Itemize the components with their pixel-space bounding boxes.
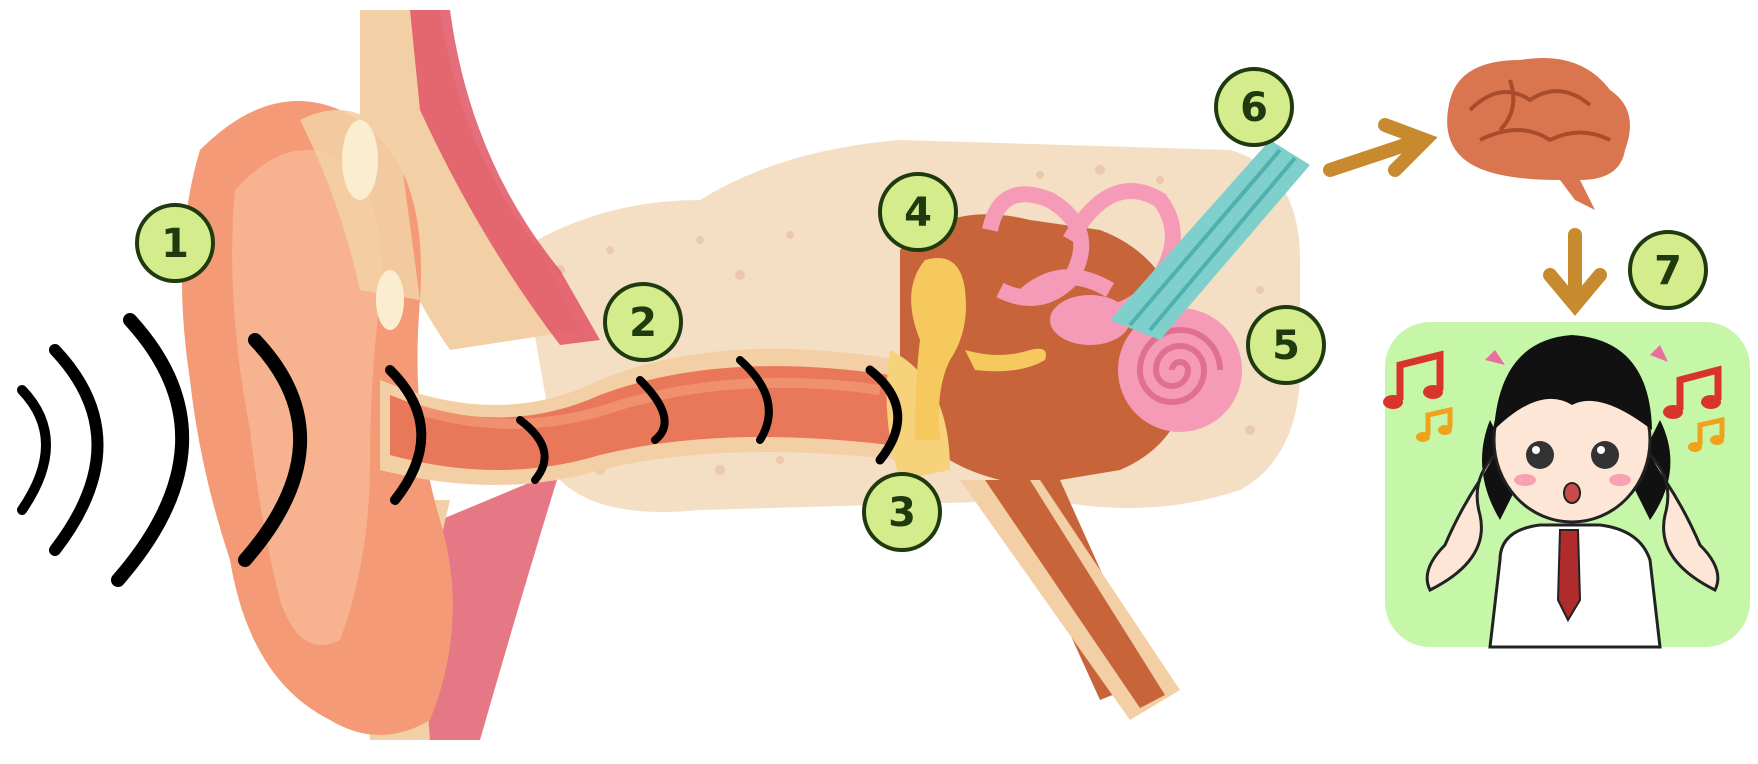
marker-5: 5 [1246, 305, 1326, 385]
eardrum-ossicles [886, 258, 1046, 480]
arrow-brain-to-girl [1543, 228, 1607, 316]
marker-5-label: 5 [1272, 323, 1300, 369]
marker-1: 1 [135, 203, 215, 283]
arrow-to-brain [1323, 118, 1438, 177]
marker-7: 7 [1628, 230, 1708, 310]
marker-6: 6 [1214, 67, 1294, 147]
music-note-icon [1663, 365, 1725, 452]
marker-6-label: 6 [1240, 85, 1268, 131]
marker-1-label: 1 [161, 221, 189, 267]
step-markers: 1 2 3 4 5 6 7 [135, 67, 1708, 552]
marker-2-label: 2 [629, 300, 657, 346]
marker-3: 3 [862, 472, 942, 552]
auditory-nerve [1110, 140, 1310, 340]
music-note-icon [1383, 350, 1453, 442]
sound-waves [17, 313, 903, 587]
marker-4-label: 4 [904, 190, 932, 236]
marker-2: 2 [603, 282, 683, 362]
marker-7-label: 7 [1654, 248, 1682, 294]
signal-arrows [1323, 118, 1607, 316]
marker-3-label: 3 [888, 490, 916, 536]
listening-girl-panel [1383, 322, 1750, 649]
brain-icon [1447, 58, 1630, 210]
girl-figure [1425, 335, 1720, 649]
marker-4: 4 [878, 172, 958, 252]
